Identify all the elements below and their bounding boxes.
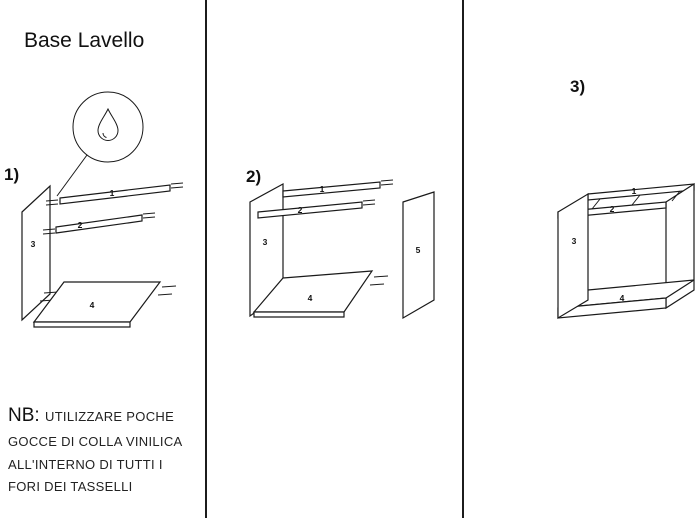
- step-3-label: 3): [570, 77, 585, 96]
- dowel-tick: [591, 198, 601, 210]
- dowel-hatch: [380, 179, 394, 182]
- part-3-side-panel: [21, 184, 51, 322]
- part-number: 4: [620, 293, 625, 303]
- page-title: Base Lavello: [24, 29, 144, 52]
- dowel-hatch: [369, 283, 385, 286]
- dowel-hatch: [42, 228, 56, 231]
- glue-drop-callout: [56, 91, 144, 197]
- drop-icon: [97, 107, 119, 141]
- step-1-drawing: 1 2 3 4: [21, 182, 184, 328]
- callout-circle: [72, 91, 144, 163]
- note-line: FORI DEI TASSELLI: [8, 479, 133, 494]
- part-number: 1: [110, 188, 115, 198]
- part-number: 3: [572, 236, 577, 246]
- part-4-bottom-panel: [32, 281, 162, 323]
- part-2-rail: [257, 201, 363, 219]
- dowel-tick: [671, 190, 681, 202]
- callout-leader-line: [56, 154, 88, 197]
- dowel-hatch: [142, 212, 156, 215]
- note-prefix: NB:: [8, 405, 40, 426]
- step-3-panel: 3) 1 2 3 4: [557, 77, 695, 320]
- dowel-hatch: [170, 182, 184, 185]
- part-number: 2: [78, 220, 83, 230]
- dowel-tick: [631, 194, 641, 206]
- note-line: ALL'INTERNO DI TUTTI I: [8, 457, 163, 472]
- dowel-hatch: [362, 199, 376, 202]
- part-5-side-panel: [665, 182, 695, 310]
- dowel-hatch: [373, 275, 389, 278]
- dowel-hatch: [45, 199, 59, 202]
- glue-note: NB: UTILIZZARE POCHE GOCCE DI COLLA VINI…: [8, 405, 183, 494]
- part-number: 2: [610, 204, 615, 214]
- part-number: 5: [416, 245, 421, 255]
- dowel-hatch: [45, 203, 59, 206]
- dowel-hatch: [380, 183, 394, 186]
- part-number: 1: [632, 186, 637, 196]
- step-2-panel: 2) 1 2 3 4 5: [246, 167, 435, 320]
- part-2-rail: [55, 214, 143, 234]
- step-2-label: 2): [246, 167, 261, 186]
- note-line: UTILIZZARE POCHE: [45, 409, 174, 424]
- part-4-front-edge: [33, 321, 131, 328]
- dowel-hatch: [42, 232, 56, 235]
- part-3-side-panel: [557, 192, 589, 320]
- part-number: 1: [320, 184, 325, 194]
- dowel-hatch: [170, 186, 184, 189]
- part-number: 3: [263, 237, 268, 247]
- part-1-rail: [59, 184, 171, 205]
- part-number: 4: [308, 293, 313, 303]
- part-number: 2: [298, 205, 303, 215]
- part-number: 4: [90, 300, 95, 310]
- dowel-hatch: [142, 216, 156, 219]
- dowel-hatch: [161, 285, 177, 288]
- dowel-hatch: [157, 293, 173, 296]
- step-3-drawing: 1 2 3 4: [557, 182, 695, 320]
- part-5-side-panel: [402, 191, 435, 320]
- part-1-rail: [282, 181, 381, 198]
- dowel-hatch: [362, 203, 376, 206]
- part-number: 3: [31, 239, 36, 249]
- part-4-front-edge: [253, 311, 345, 318]
- step-1-label: 1): [4, 165, 19, 184]
- step-1-panel: Base Lavello 1): [4, 29, 184, 494]
- drop-highlight: [102, 132, 107, 138]
- note-line: GOCCE DI COLLA VINILICA: [8, 434, 183, 449]
- step-2-drawing: 1 2 3 4 5: [249, 179, 435, 320]
